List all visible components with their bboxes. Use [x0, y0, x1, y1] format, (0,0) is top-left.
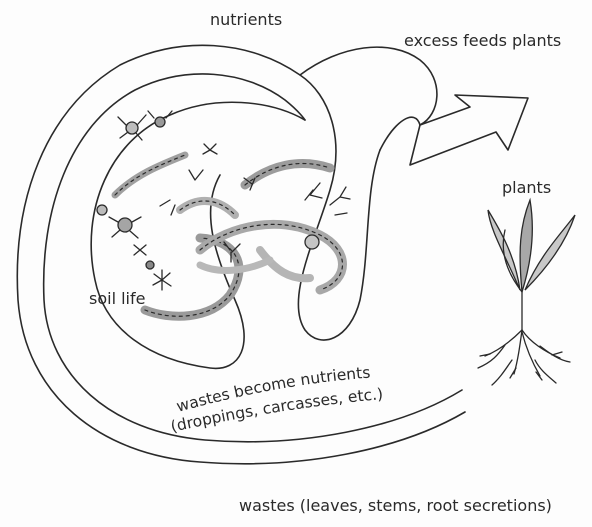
label-excess-feeds-plants: excess feeds plants: [404, 33, 561, 49]
label-wastes-plants: wastes (leaves, stems, root secretions): [239, 498, 552, 514]
soil-organisms-icon: [97, 111, 350, 316]
label-soil-life: soil life: [89, 291, 145, 307]
plant-sprout-icon: [478, 200, 575, 385]
label-plants: plants: [502, 180, 551, 196]
label-nutrients: nutrients: [210, 12, 282, 28]
